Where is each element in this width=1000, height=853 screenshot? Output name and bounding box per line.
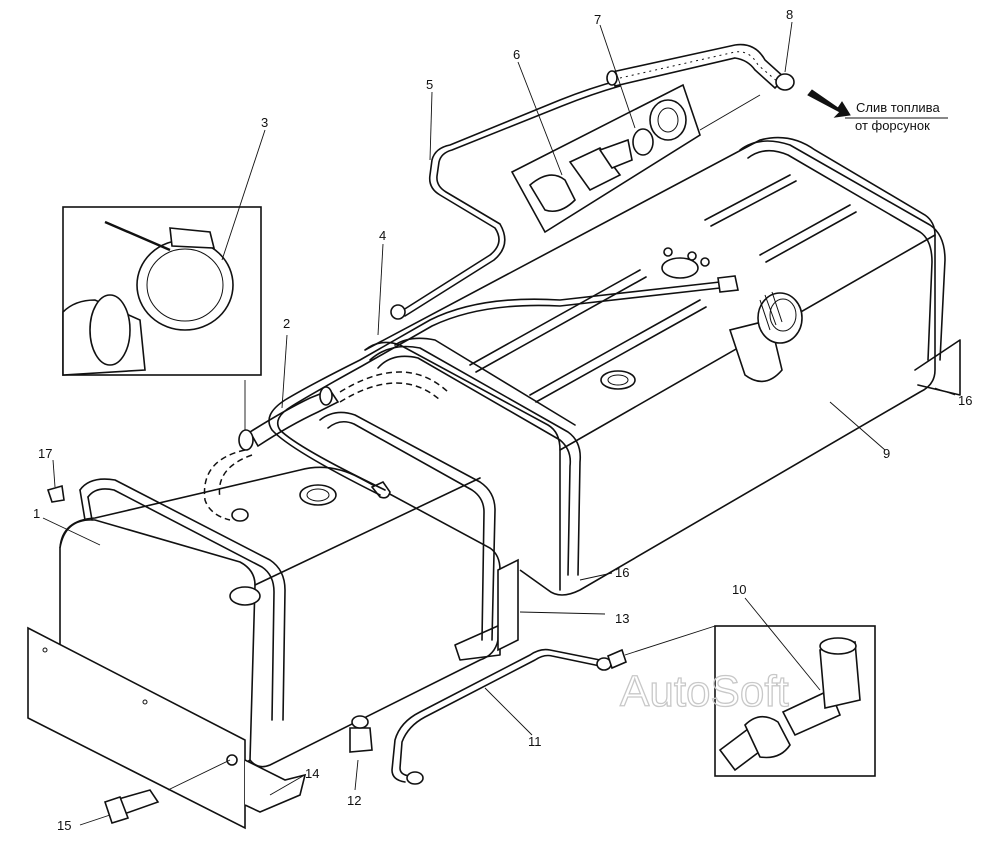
tank-strap-middle-b	[394, 337, 576, 426]
callout-15: 15	[57, 818, 71, 833]
callout-17: 17	[38, 446, 52, 461]
callout-1: 1	[33, 506, 40, 521]
return-fitting-detail	[510, 83, 701, 234]
watermark-text: AutoSoft	[620, 667, 789, 716]
drain-fitting-detail	[714, 625, 876, 777]
tank-strap-right	[739, 140, 961, 396]
bracket-13	[497, 558, 519, 652]
drain-flow-arrow-icon	[807, 89, 851, 118]
callout-4: 4	[379, 228, 386, 243]
callout-11: 11	[528, 734, 542, 749]
clamp-detail	[62, 206, 262, 376]
callout-8: 8	[786, 7, 793, 22]
fuel-tank-large	[364, 136, 936, 596]
return-line-5	[390, 79, 621, 320]
fuel-tank-small	[59, 466, 501, 771]
bolt-15	[103, 789, 160, 824]
shield-plate	[27, 626, 307, 830]
callout-13: 13	[615, 611, 629, 626]
caption-line-1: Слив топлива	[856, 100, 940, 115]
callout-6: 6	[513, 47, 520, 62]
callout-9: 9	[883, 446, 890, 461]
callout-7: 7	[594, 12, 601, 27]
tank-strap-rear	[319, 411, 501, 661]
tank-strap-front	[79, 478, 286, 721]
callout-16-middle: 16	[615, 565, 629, 580]
tank-strap-middle-a	[369, 345, 582, 576]
callout-10: 10	[732, 582, 746, 597]
clip-17	[46, 484, 65, 503]
callout-3: 3	[261, 115, 268, 130]
drain-pipe-11	[391, 648, 627, 785]
fuel-line-4	[268, 275, 739, 496]
callout-16-right: 16	[958, 393, 972, 408]
callout-12: 12	[347, 793, 361, 808]
return-hose-7	[606, 43, 795, 91]
callout-5: 5	[426, 77, 433, 92]
callout-2: 2	[283, 316, 290, 331]
caption-line-2: от форсунок	[855, 118, 930, 133]
drain-plug	[349, 715, 373, 753]
callout-14: 14	[305, 766, 319, 781]
leader-lines	[42, 21, 956, 826]
